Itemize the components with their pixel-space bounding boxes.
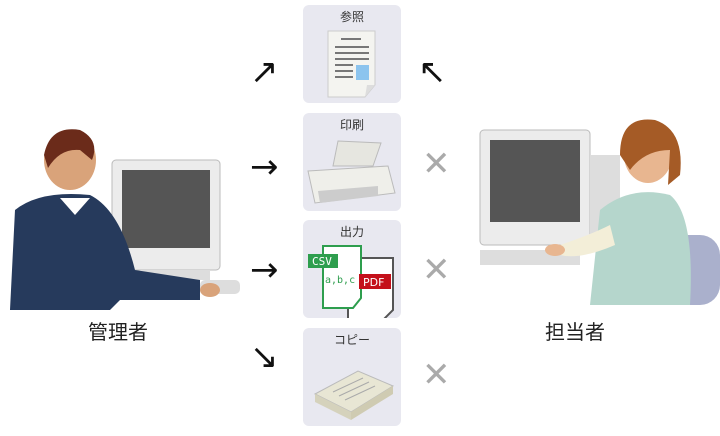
document-icon [327, 30, 376, 98]
paper-stack-icon [313, 370, 395, 420]
admin-illustration [10, 129, 240, 310]
staff-label: 担当者 [545, 320, 605, 344]
csv-pdf-icon: CSV a,b,c PDF [308, 245, 394, 318]
staff-illustration [479, 119, 720, 305]
action-label: 出力 [339, 225, 364, 239]
action-export: 出力 CSV a,b,c PDF [303, 220, 401, 318]
admin-arrow-print: → [250, 147, 279, 187]
admin-arrow-view: ↗ [250, 52, 279, 92]
action-view: 参照 [303, 5, 401, 103]
staff-arrow-view: ↖ [418, 52, 447, 92]
admin-arrow-export: → [250, 250, 279, 290]
printer-icon [307, 140, 396, 204]
csv-content: a,b,c [325, 275, 355, 286]
staff-deny-print: ✕ [422, 144, 451, 184]
staff-deny-copy: ✕ [422, 355, 451, 395]
admin-arrow-copy: ↘ [250, 337, 279, 377]
action-label: 印刷 [339, 118, 364, 132]
csv-badge: CSV [312, 255, 332, 268]
action-label: 参照 [339, 10, 364, 24]
admin-label: 管理者 [88, 320, 148, 344]
action-copy: コピー [303, 328, 401, 426]
action-label: コピー [333, 333, 370, 347]
pdf-badge: PDF [363, 276, 384, 289]
staff-deny-export: ✕ [422, 250, 451, 290]
action-print: 印刷 [303, 113, 401, 211]
